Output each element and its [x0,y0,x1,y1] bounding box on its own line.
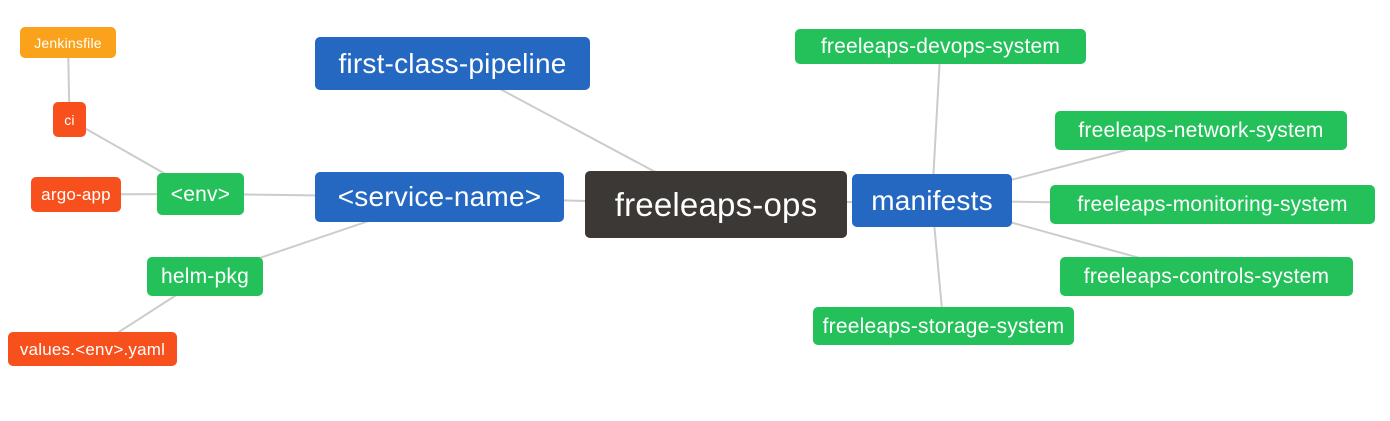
node-helm-pkg[interactable]: helm-pkg [147,257,263,296]
node-label: helm-pkg [161,265,249,288]
node-freeleaps-storage-system[interactable]: freeleaps-storage-system [813,307,1074,345]
node-label: Jenkinsfile [34,34,102,51]
node-service-name[interactable]: <service-name> [315,172,564,222]
node-label: values.<env>.yaml [19,339,166,359]
node-label: freeleaps-storage-system [822,314,1065,338]
node-jenkinsfile[interactable]: Jenkinsfile [20,27,116,58]
node-label: freeleaps-network-system [1078,119,1324,142]
node-ci[interactable]: ci [53,102,86,137]
node-label: ci [64,111,75,128]
node-label: freeleaps-ops [614,186,818,223]
node-freeleaps-devops-system[interactable]: freeleaps-devops-system [795,29,1086,64]
node-label: first-class-pipeline [338,47,567,79]
node-first-class-pipeline[interactable]: first-class-pipeline [315,37,590,90]
node-freeleaps-network-system[interactable]: freeleaps-network-system [1055,111,1347,150]
node-label: freeleaps-monitoring-system [1077,193,1348,216]
node-values-env-yaml[interactable]: values.<env>.yaml [8,332,177,366]
node-label: <service-name> [337,181,542,212]
node-label: <env> [170,182,231,206]
node-argo-app[interactable]: argo-app [31,177,121,212]
node-label: freeleaps-devops-system [820,35,1061,58]
node-label: manifests [871,184,993,216]
node-label: freeleaps-controls-system [1083,265,1330,288]
node-label: argo-app [41,185,111,204]
node-env[interactable]: <env> [157,173,244,215]
node-freeleaps-monitoring-system[interactable]: freeleaps-monitoring-system [1050,185,1375,224]
node-freeleaps-controls-system[interactable]: freeleaps-controls-system [1060,257,1353,296]
node-freeleaps-ops[interactable]: freeleaps-ops [585,171,847,238]
node-manifests[interactable]: manifests [852,174,1012,227]
